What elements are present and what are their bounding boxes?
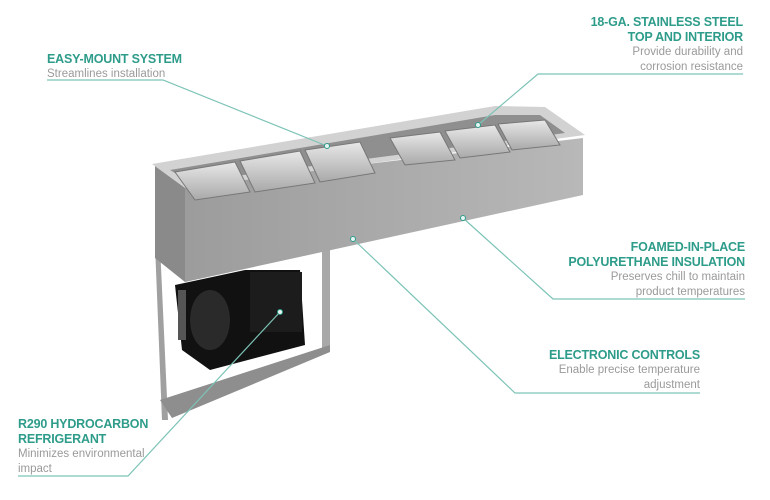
callout-desc: Provide durability and bbox=[632, 46, 743, 58]
callout-desc: Enable precise temperature bbox=[558, 364, 700, 376]
callout-title: POLYURETHANE INSULATION bbox=[568, 255, 745, 269]
leader-lines bbox=[18, 73, 745, 477]
cold-well-unit bbox=[152, 106, 585, 420]
callout-title: ELECTRONIC CONTROLS bbox=[548, 348, 700, 362]
callout-desc: corrosion resistance bbox=[640, 60, 743, 73]
callout-title: TOP AND INTERIOR bbox=[627, 30, 744, 44]
callout-title: FOAMED-IN-PLACE bbox=[630, 240, 746, 254]
callout-title: REFRIGERANT bbox=[18, 432, 107, 446]
callout-insulation: FOAMED-IN-PLACE POLYURETHANE INSULATION … bbox=[568, 240, 745, 299]
callout-desc: product temperatures bbox=[635, 285, 745, 298]
callout-title: R290 HYDROCARBON bbox=[18, 417, 149, 431]
hotspot-dots bbox=[277, 122, 481, 315]
callout-electronic-controls: ELECTRONIC CONTROLS Enable precise tempe… bbox=[549, 348, 700, 392]
callout-desc: Streamlines installation bbox=[47, 68, 166, 80]
callout-title: EASY-MOUNT SYSTEM bbox=[47, 52, 182, 66]
callout-easy-mount: EASY-MOUNT SYSTEM Streamlines installati… bbox=[47, 52, 182, 82]
compressor-icon bbox=[175, 270, 305, 370]
callout-title: 18-GA. STAINLESS STEEL bbox=[590, 15, 744, 29]
food-pans bbox=[174, 119, 561, 201]
callout-desc: Preserves chill to maintain bbox=[610, 271, 745, 283]
callout-desc: Minimizes environmental bbox=[18, 448, 145, 460]
callout-desc: impact bbox=[18, 462, 52, 475]
callout-desc: adjustment bbox=[643, 378, 700, 391]
callout-refrigerant: R290 HYDROCARBON REFRIGERANT Minimizes e… bbox=[18, 417, 148, 476]
callout-stainless-steel: 18-GA. STAINLESS STEEL TOP AND INTERIOR … bbox=[590, 15, 744, 74]
